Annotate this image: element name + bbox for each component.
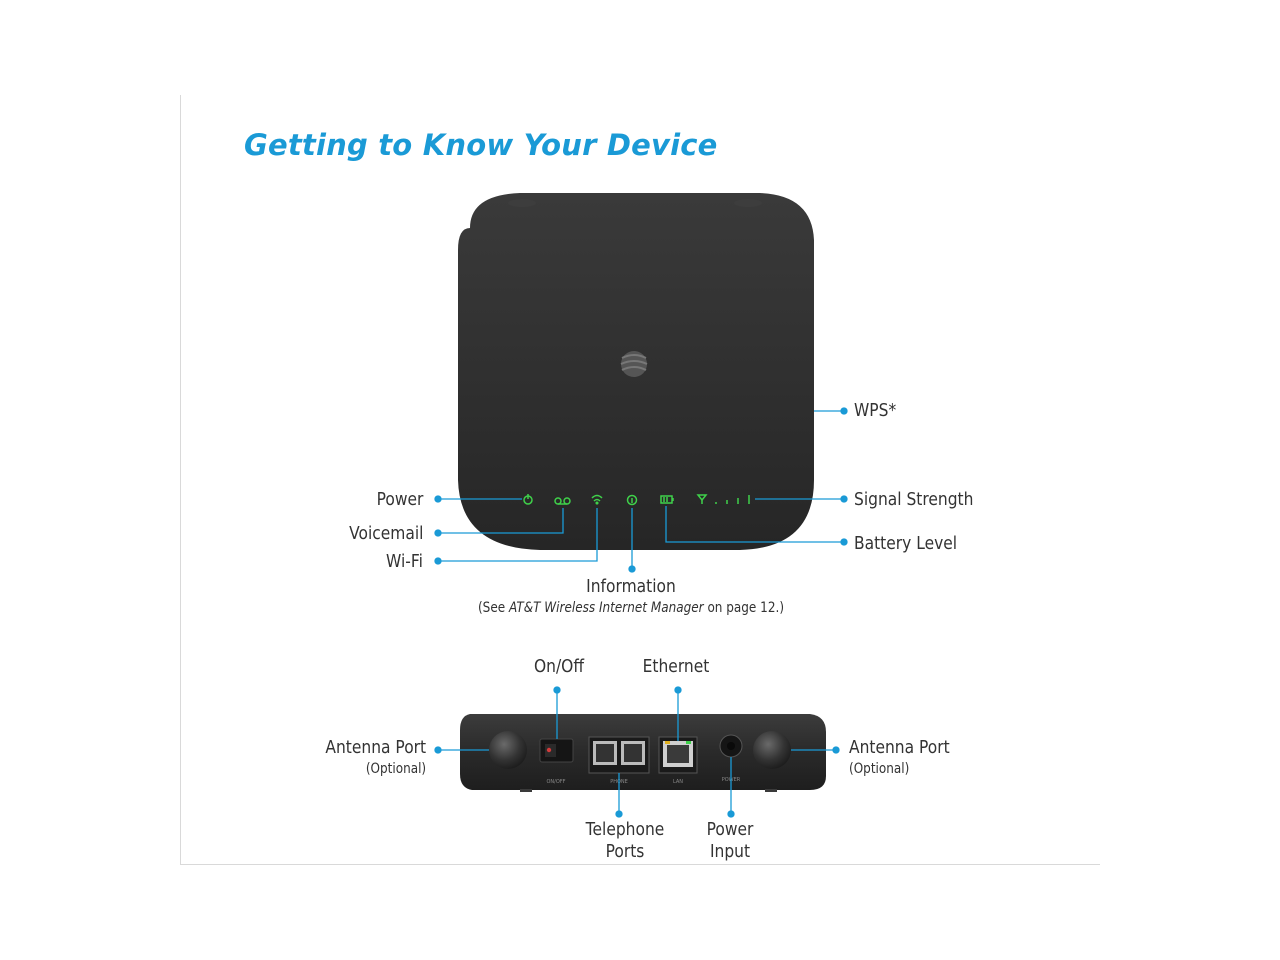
att-logo-icon [620, 351, 648, 377]
signal-strength-callout-dot [840, 495, 848, 503]
silkscreen-lan: LAN [673, 779, 683, 785]
power-input-jack-icon [719, 734, 743, 758]
information-note-prefix: (See [477, 600, 509, 616]
information-label: Information [586, 576, 676, 597]
battery-level-label: Battery Level [854, 533, 958, 554]
wifi-led-icon [591, 494, 603, 505]
silkscreen-on-off: ON/OFF [546, 779, 565, 785]
antenna-port-left-icon [489, 731, 527, 769]
router-top-view [458, 193, 814, 550]
telephone-ports-label-line1: Telephone [585, 819, 665, 840]
ethernet-port-icon [658, 736, 698, 774]
router-foot-right [734, 199, 762, 207]
rear-foot-left [520, 789, 532, 792]
page-frame-left [180, 95, 181, 865]
ethernet-callout-dot [674, 686, 682, 694]
page-frame-bottom [180, 864, 1100, 865]
telephone-ports-label-line2: Ports [605, 841, 645, 862]
voicemail-label: Voicemail [348, 523, 423, 544]
wifi-label: Wi-Fi [386, 551, 423, 572]
antenna-port-left-label: Antenna Port [325, 737, 426, 758]
telephone-ports-icon [588, 736, 650, 774]
page-title: Getting to Know Your Device [244, 128, 718, 162]
antenna-port-right-label: Antenna Port [849, 737, 950, 758]
wps-label: WPS* [854, 400, 897, 421]
information-note-suffix: on page 12.) [703, 600, 785, 616]
power-led-icon [523, 494, 533, 505]
voicemail-callout-dot [434, 529, 442, 537]
power-input-label-line1: Power [706, 819, 754, 840]
wifi-callout-dot [434, 557, 442, 565]
router-foot-left [508, 199, 536, 207]
voicemail-led-icon [554, 497, 571, 505]
on-off-callout-dot [553, 686, 561, 694]
top-view-callouts [434, 407, 848, 573]
rear-view-callouts [434, 686, 840, 818]
wps-callout-dot [840, 407, 848, 415]
signal-strength-label: Signal Strength [854, 489, 974, 510]
antenna-port-left-callout-dot [434, 746, 442, 754]
antenna-port-right-callout-dot [832, 746, 840, 754]
information-led-icon [626, 494, 638, 506]
battery-level-callout-dot [840, 538, 848, 546]
on-off-label: On/Off [533, 656, 585, 677]
on-off-switch-icon [539, 738, 574, 763]
power-label: Power [376, 489, 423, 510]
power-callout-dot [434, 495, 442, 503]
rear-foot-right [765, 789, 777, 792]
ethernet-label: Ethernet [642, 656, 710, 677]
information-note: (See AT&T Wireless Internet Manager on p… [459, 599, 803, 617]
information-callout-dot [628, 565, 636, 573]
telephone-ports-callout-dot [615, 810, 623, 818]
antenna-port-left-note: (Optional) [365, 761, 426, 777]
battery-led-icon [660, 495, 674, 504]
information-note-reference: AT&T Wireless Internet Manager [508, 600, 704, 616]
signal-strength-led-icon [696, 494, 750, 504]
power-input-label-line2: Input [709, 841, 751, 862]
router-rear-view: ON/OFF PHONE LAN POWER [460, 714, 826, 792]
power-input-callout-dot [727, 810, 735, 818]
antenna-port-right-note: (Optional) [849, 761, 910, 777]
antenna-port-right-icon [753, 731, 791, 769]
